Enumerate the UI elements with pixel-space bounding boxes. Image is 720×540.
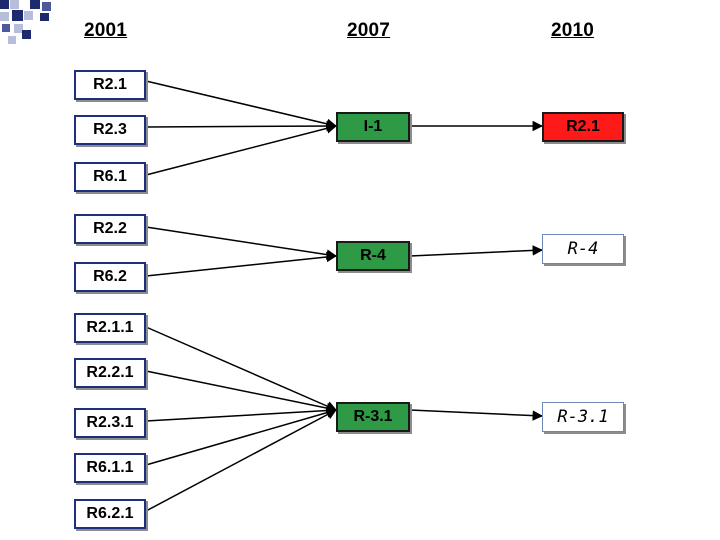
source-box-r6-2-1: R6.2.1 xyxy=(74,499,146,529)
deco-square xyxy=(42,2,51,11)
deco-square xyxy=(10,0,19,9)
middle-box-i-1: I-1 xyxy=(336,112,410,142)
deco-square xyxy=(24,11,33,20)
deco-square xyxy=(14,24,23,33)
connector-arrow-2010 xyxy=(409,409,544,421)
connector-arrow xyxy=(145,80,338,129)
deco-square xyxy=(2,24,10,32)
end-box-r-3-1: R-3.1 xyxy=(542,402,624,432)
source-box-r2-2-1: R2.2.1 xyxy=(74,358,146,388)
year-header-2010: 2010 xyxy=(551,20,595,41)
deco-square xyxy=(8,36,16,44)
deco-square xyxy=(12,10,23,21)
deco-square xyxy=(40,13,49,21)
deco-square xyxy=(22,30,31,39)
connector-arrow xyxy=(145,226,338,260)
source-box-r6-1: R6.1 xyxy=(74,162,146,192)
connector-arrow xyxy=(145,123,338,176)
source-box-r2-2: R2.2 xyxy=(74,214,146,244)
year-header-2007: 2007 xyxy=(347,20,391,41)
connector-arrow xyxy=(145,407,338,466)
year-header-2001: 2001 xyxy=(84,20,128,41)
connector-arrow xyxy=(145,409,337,512)
source-box-r2-3: R2.3 xyxy=(74,115,146,145)
connector-arrow-2010 xyxy=(409,245,544,257)
source-box-r2-3-1: R2.3.1 xyxy=(74,408,146,438)
connector-arrow xyxy=(145,326,337,412)
source-box-r6-2: R6.2 xyxy=(74,262,146,292)
source-box-r2-1-1: R2.1.1 xyxy=(74,313,146,343)
corner-decoration xyxy=(0,0,51,44)
connector-arrow xyxy=(145,120,338,132)
deco-square xyxy=(0,12,9,21)
middle-box-r-4: R-4 xyxy=(336,241,410,271)
deco-square xyxy=(30,0,40,9)
end-box-r2-1: R2.1 xyxy=(542,112,624,142)
middle-box-r-3-1: R-3.1 xyxy=(336,402,410,432)
source-box-r6-1-1: R6.1.1 xyxy=(74,453,146,483)
connector-arrow xyxy=(145,370,338,414)
deco-square xyxy=(0,0,9,9)
connector-arrow xyxy=(145,405,338,422)
source-box-r2-1: R2.1 xyxy=(74,70,146,100)
connector-arrow xyxy=(145,251,338,277)
end-box-r-4: R-4 xyxy=(542,234,624,264)
